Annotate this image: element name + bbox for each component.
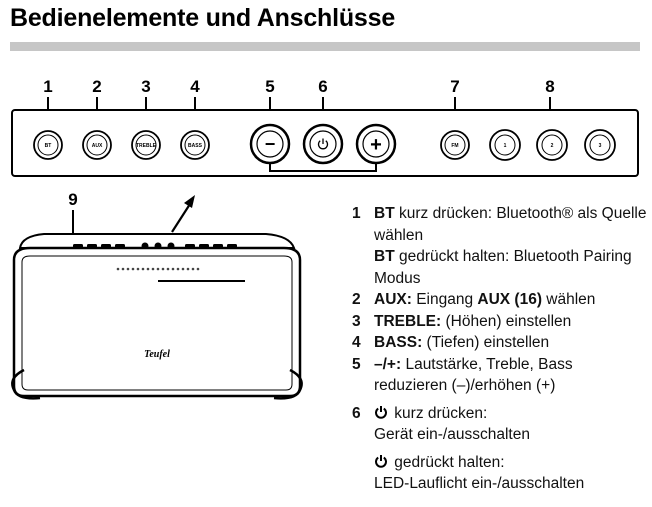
fm-button-label: FM xyxy=(451,143,458,149)
plus-glyph: + xyxy=(370,134,382,156)
led-light-strip xyxy=(116,267,200,271)
title-rule xyxy=(10,42,640,51)
legend-item-5: 5 –/+: Lautstärke, Treble, Bass reduzier… xyxy=(352,355,573,395)
page-title: Bedienelemente und Anschlüsse xyxy=(10,4,396,32)
legend-number-1: 1 xyxy=(352,205,361,222)
control-panel-diagram: 1 2 3 4 5 6 7 8 xyxy=(11,77,639,177)
callout-6: 6 xyxy=(318,77,327,96)
callout-7: 7 xyxy=(450,77,459,96)
callout-1: 1 xyxy=(43,77,52,96)
legend: 1 BT kurz drücken: Bluetooth® als Quelle… xyxy=(352,203,647,495)
legend-number-4: 4 xyxy=(352,334,361,351)
small-buttons xyxy=(33,129,616,161)
preset-1-label: 1 xyxy=(504,143,507,149)
legend-item-2: 2 AUX: Eingang AUX (16) wählen xyxy=(352,289,647,311)
minus-glyph: − xyxy=(265,134,276,154)
power-icon xyxy=(375,405,387,419)
legend-item-4: 4 BASS: (Tiefen) einstellen xyxy=(352,332,647,354)
callout-2: 2 xyxy=(92,77,101,96)
bass-button-label: BASS xyxy=(188,143,203,149)
treble-button-label: TREBLE xyxy=(136,143,157,149)
legend-number-6: 6 xyxy=(352,404,361,422)
brand-logo: Teufel xyxy=(144,349,170,360)
power-icon xyxy=(375,454,387,468)
preset-3-label: 3 xyxy=(599,143,602,149)
legend-number-5: 5 xyxy=(352,355,361,373)
speaker-body xyxy=(12,246,302,398)
legend-item-6: 6 kurz drücken: Gerät ein-/ausschalten g… xyxy=(352,404,585,493)
legend-number-3: 3 xyxy=(352,312,361,330)
callout-4: 4 xyxy=(190,77,200,96)
aux-button-label: AUX xyxy=(92,143,103,149)
callout-3: 3 xyxy=(141,77,150,96)
legend-number-2: 2 xyxy=(352,291,361,308)
speaker-diagram: 9 10 Teufel xyxy=(11,190,303,400)
legend-item-3: 3 TREBLE: (Höhen) einstellen xyxy=(352,311,647,333)
preset-2-label: 2 xyxy=(551,143,554,149)
arrow-up-right-icon xyxy=(171,195,195,233)
callout-5: 5 xyxy=(265,77,274,96)
legend-item-1: 1 BT kurz drücken: Bluetooth® als Quelle… xyxy=(352,205,647,287)
callout-9: 9 xyxy=(68,190,77,209)
callout-8: 8 xyxy=(545,77,554,96)
power-icon xyxy=(317,138,329,150)
bt-button-label: BT xyxy=(45,143,52,149)
